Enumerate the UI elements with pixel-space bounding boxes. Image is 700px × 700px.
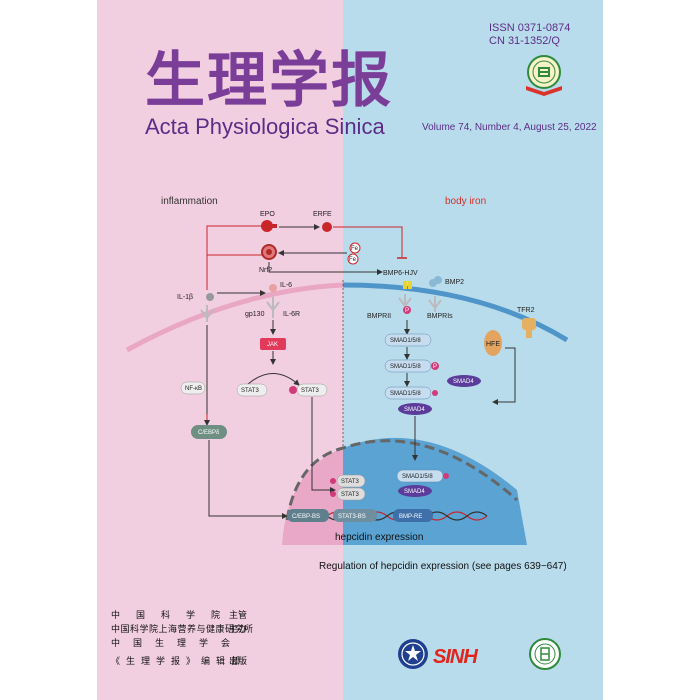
label-bmpri: BMPRIs bbox=[427, 313, 453, 320]
label-stat3: STAT3 bbox=[241, 388, 259, 394]
label-bmp-re: BMP-RE bbox=[399, 514, 422, 520]
label-smad158-nuc: SMAD1/5/8 bbox=[402, 474, 433, 480]
label-stat3-bs: STAT3-BS bbox=[338, 514, 366, 520]
label-smad4-nuc: SMAD4 bbox=[404, 489, 425, 495]
journal-title-english: Acta Physiologica Sinica bbox=[145, 114, 385, 139]
nucleus-right bbox=[343, 437, 527, 545]
label-il6: IL-6 bbox=[280, 282, 292, 289]
volume-info: Volume 74, Number 4, August 25, 2022 bbox=[422, 122, 597, 133]
publisher-line-2: 中国科学院上海营养与健康研究所 bbox=[111, 624, 254, 634]
label-pstat3: STAT3 bbox=[301, 388, 319, 394]
label-stat3-nuc-2: STAT3 bbox=[341, 492, 359, 498]
label-cebpd: C/EBPδ bbox=[198, 430, 220, 436]
label-hepcidin-expression: hepcidin expression bbox=[335, 532, 423, 543]
label-smad4-b: SMAD4 bbox=[404, 407, 425, 413]
hfe-icon bbox=[484, 330, 502, 356]
publisher-line-1-role: 主管 bbox=[229, 610, 248, 620]
label-epo: EPO bbox=[260, 211, 275, 218]
label-gp130: gp130 bbox=[245, 311, 265, 318]
publisher-line-4: 《生理学报》编辑部 bbox=[111, 656, 247, 666]
cover-background-left bbox=[97, 0, 343, 700]
society-seal-icon bbox=[526, 55, 562, 96]
il6-icon bbox=[269, 284, 277, 292]
label-bmp2: BMP2 bbox=[445, 279, 464, 286]
publisher-line-4-role: 出版 bbox=[229, 656, 248, 666]
label-fe-2: Fe bbox=[349, 257, 357, 263]
sinh-logo: SINH bbox=[433, 646, 478, 668]
label-p-smad: P bbox=[433, 364, 437, 370]
publisher-line-2-role: 主办 bbox=[229, 624, 248, 634]
publisher-line-3: 中国生理学会 bbox=[111, 638, 244, 648]
label-smad158-c: SMAD1/5/8 bbox=[390, 391, 421, 397]
label-il1b: IL-1β bbox=[177, 294, 193, 301]
label-nrf2: Nrf2 bbox=[259, 267, 272, 274]
fe-icon-1 bbox=[349, 242, 361, 254]
label-stat3-nuc-1: STAT3 bbox=[341, 479, 359, 485]
journal-cover: 生理学报 Acta Physiologica Sinica Volume 74,… bbox=[97, 0, 603, 700]
label-bmprii: BMPRII bbox=[367, 313, 391, 320]
cell-membrane-right bbox=[342, 282, 569, 343]
region-label-body-iron: body iron bbox=[445, 196, 487, 207]
label-smad158-b: SMAD1/5/8 bbox=[390, 364, 421, 370]
label-tfr2: TFR2 bbox=[517, 307, 535, 314]
label-cebp-bs: C/EBP-BS bbox=[292, 514, 320, 520]
erfe-icon bbox=[322, 222, 332, 232]
cover-background-right bbox=[343, 0, 603, 700]
label-p-receptor: P bbox=[405, 308, 409, 314]
cell-membrane-left bbox=[125, 282, 344, 353]
fe-icon-2 bbox=[347, 253, 359, 265]
label-fe-1: Fe bbox=[351, 246, 359, 252]
label-il6r: IL-6R bbox=[283, 311, 300, 318]
publisher-line-1: 中国科学院 bbox=[111, 610, 237, 620]
label-smad4-a: SMAD4 bbox=[453, 379, 474, 385]
journal-title-chinese: 生理学报 bbox=[145, 46, 393, 116]
label-nfkb: NF-κB bbox=[185, 386, 202, 392]
label-erfe: ERFE bbox=[313, 211, 332, 218]
cas-emblem-icon bbox=[398, 639, 428, 669]
issn-number: ISSN 0371-0874 bbox=[489, 22, 571, 34]
region-label-inflammation: inflammation bbox=[161, 196, 218, 207]
cps-emblem-icon bbox=[529, 638, 561, 670]
label-smad158-a: SMAD1/5/8 bbox=[390, 338, 421, 344]
il1b-icon bbox=[206, 293, 214, 301]
cover-caption: Regulation of hepcidin expression (see p… bbox=[319, 561, 567, 572]
label-bmp6-hjv: BMP6-HJV bbox=[383, 270, 418, 277]
cn-number: CN 31-1352/Q bbox=[489, 35, 560, 47]
label-jak: JAK bbox=[267, 342, 278, 348]
nucleus-envelope bbox=[285, 439, 518, 521]
hepcidin-pathway-diagram: EPO ERFE Nrf2 Fe Fe BMP6-HJV BMP2 IL-1β … bbox=[125, 211, 569, 545]
label-hfe: HFE bbox=[486, 341, 500, 348]
epo-icon bbox=[261, 220, 273, 232]
